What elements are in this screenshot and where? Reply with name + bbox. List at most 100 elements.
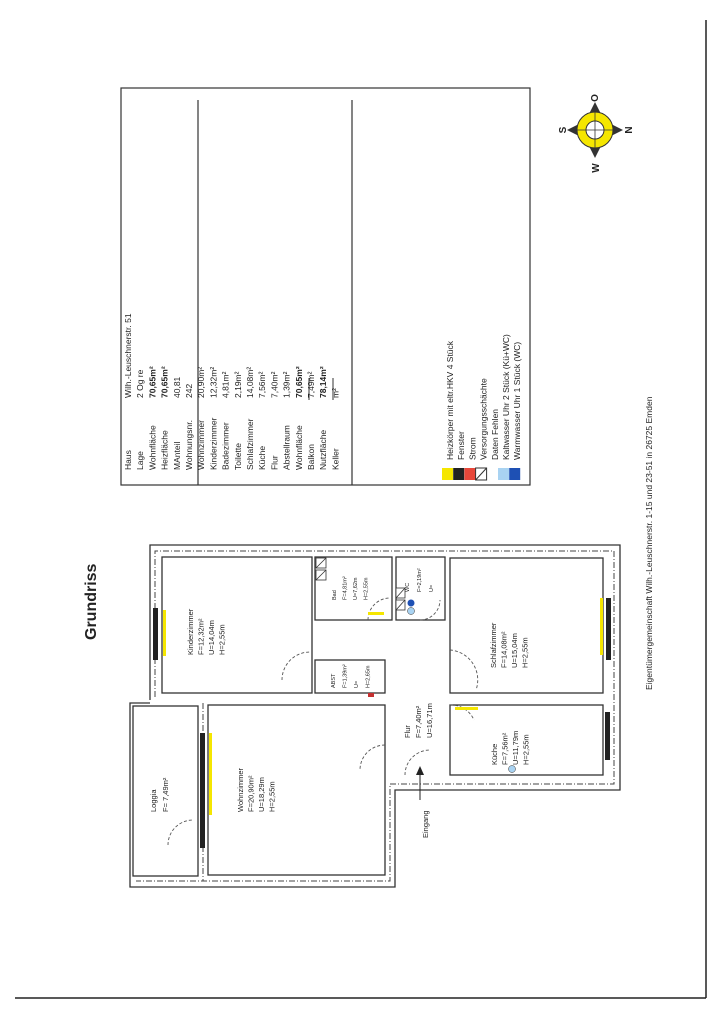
room-label-wohnzimmer: F=20,90m² [247, 775, 256, 812]
room-label-wc: U= [429, 585, 435, 592]
table-row-label: Badezimmer [221, 422, 231, 470]
legend-swatch [453, 468, 465, 480]
compass-label-o: O [590, 94, 601, 102]
table-row-label: Keller [330, 448, 340, 470]
room-label-kueche: H=2,55m [522, 734, 531, 765]
room-label-kinderzimmer: H=2,55m [218, 624, 227, 655]
legend-label: Versorgungsschächte [479, 378, 489, 460]
legend-label: Kaltwasser Uhr 2 Stück (Kü+WC) [501, 334, 511, 460]
compass-rose-icon: O N S W [558, 94, 635, 173]
room-label-bad: H=2,55m [364, 577, 370, 600]
cold-water-meter-icon [508, 765, 516, 773]
table-row-label: Flur [269, 455, 279, 470]
legend-label: Daten Fehlen [490, 409, 500, 460]
table-row-label: Heizfläche [160, 430, 170, 470]
room-label-bad: Bad [332, 590, 338, 600]
room-label-wohnzimmer: H=2,55m [268, 781, 277, 812]
radiator-kinderzimmer [163, 610, 166, 656]
window-kinderzimmer [153, 608, 158, 660]
footer-owner-text: Eigentümergemeinschaft Wilh.-Leuschnerst… [644, 396, 654, 690]
legend-label: Fenster [456, 431, 466, 460]
table-row-value: 40,81 [172, 376, 182, 398]
table-row-label: Toilette [233, 443, 243, 470]
radiator-kueche [455, 707, 478, 710]
room-label-wc: WC [405, 583, 411, 592]
room-label-flur: U=16,71m [425, 703, 434, 738]
entrance-label: Eingang [421, 810, 430, 838]
legend-swatch [509, 468, 521, 480]
room-label-kinderzimmer: U=14,04m [207, 620, 216, 655]
table-row-value: 78,14m² [318, 366, 328, 398]
table-row-label: Kinderzimmer [208, 417, 218, 470]
window-kueche [605, 712, 610, 760]
room-label-abst: H=2,65m [366, 665, 372, 688]
room-label-schlafzimmer: F=14,08m² [500, 631, 509, 668]
power-outlet-icon [368, 693, 374, 697]
room-label-bad: U=7,62m [353, 577, 359, 600]
table-row-value: 7,56m² [257, 371, 267, 398]
table-row-label: Küche [257, 446, 267, 470]
table-row-value: 70,65m² [147, 366, 157, 398]
window-wohnzimmer [200, 733, 205, 848]
table-row-value: 242 [184, 384, 194, 398]
radiator-schlafzimmer [600, 598, 603, 655]
floor-plan [129, 544, 621, 888]
table-row-label: Lage [135, 451, 145, 470]
table-row-value: 4,81m² [221, 371, 231, 398]
room-wohnzimmer [207, 704, 386, 876]
table-row-label: Schlafzimmer [245, 418, 255, 470]
room-label-bad: F=4,81m² [343, 576, 349, 600]
page-title: Grundriss [83, 563, 100, 640]
room-label-abst: U= [354, 681, 360, 688]
room-kueche [449, 704, 604, 776]
room-label-kueche: U=11,79m [511, 731, 520, 765]
room-label-schlafzimmer: H=2,55m [521, 637, 530, 668]
room-label-flur: Flur [403, 725, 412, 738]
legend-label: Heizkörper mit eltr.HKV 4 Stück [445, 340, 455, 460]
room-label-abst: ABST [331, 673, 337, 688]
room-kinderzimmer [161, 556, 313, 694]
table-row-label: Balkon [306, 444, 316, 470]
table-row-label: Nutzfläche [318, 430, 328, 470]
legend-swatch [442, 468, 453, 480]
cold-water-meter-icon [407, 607, 415, 615]
room-label-schlafzimmer: U=15,04m [510, 633, 519, 668]
table-row-value: m² [330, 388, 340, 398]
supply-shaft-icon [315, 557, 406, 611]
room-label-wc: F=2,19m² [417, 568, 423, 592]
window-schlafzimmer [606, 598, 611, 660]
table-row-value: 2,19m² [233, 371, 243, 398]
table-row-label: Haus [123, 450, 133, 470]
room-label-kinderzimmer: Kinderzimmer [186, 608, 195, 655]
room-bad [314, 556, 393, 621]
compass-label-n: N [624, 126, 635, 133]
table-row-value: 12,32m² [208, 367, 218, 398]
table-row-value: 70,65m² [160, 366, 170, 398]
room-label-loggia: F= 7,49m² [161, 777, 170, 812]
table-row-value: 14,08m² [245, 367, 255, 398]
room-label-kueche: Küche [490, 744, 499, 765]
legend-label: Warmwasser Uhr 1 Stück (WC) [512, 342, 522, 460]
compass-label-w: W [591, 163, 602, 173]
warm-water-meter-icon [407, 599, 415, 607]
room-label-schlafzimmer: Schlafzimmer [489, 622, 498, 668]
legend-label: Strom [467, 437, 477, 460]
room-schlafzimmer [449, 557, 604, 694]
table-row-label: Wohnfläche [294, 425, 304, 470]
room-label-abst: F=1,39m² [343, 664, 349, 688]
table-row-label: Wohnfläche [147, 425, 157, 470]
table-row-value: 20,90m² [196, 367, 206, 398]
table-row-value: 7,40m² [269, 371, 279, 398]
compass-label-s: S [558, 126, 569, 133]
room-label-wohnzimmer: U=18,29m [257, 777, 266, 812]
table-row-label: MAnteil [172, 442, 182, 470]
table-row-value: 1,39m² [282, 371, 292, 398]
table-row-label: Wohnungsnr. [184, 420, 194, 470]
room-loggia [132, 705, 199, 877]
room-label-kueche: F=7,56m² [501, 732, 510, 765]
room-abst [314, 659, 386, 694]
table-row-label: Wohnzimmer [196, 420, 206, 470]
